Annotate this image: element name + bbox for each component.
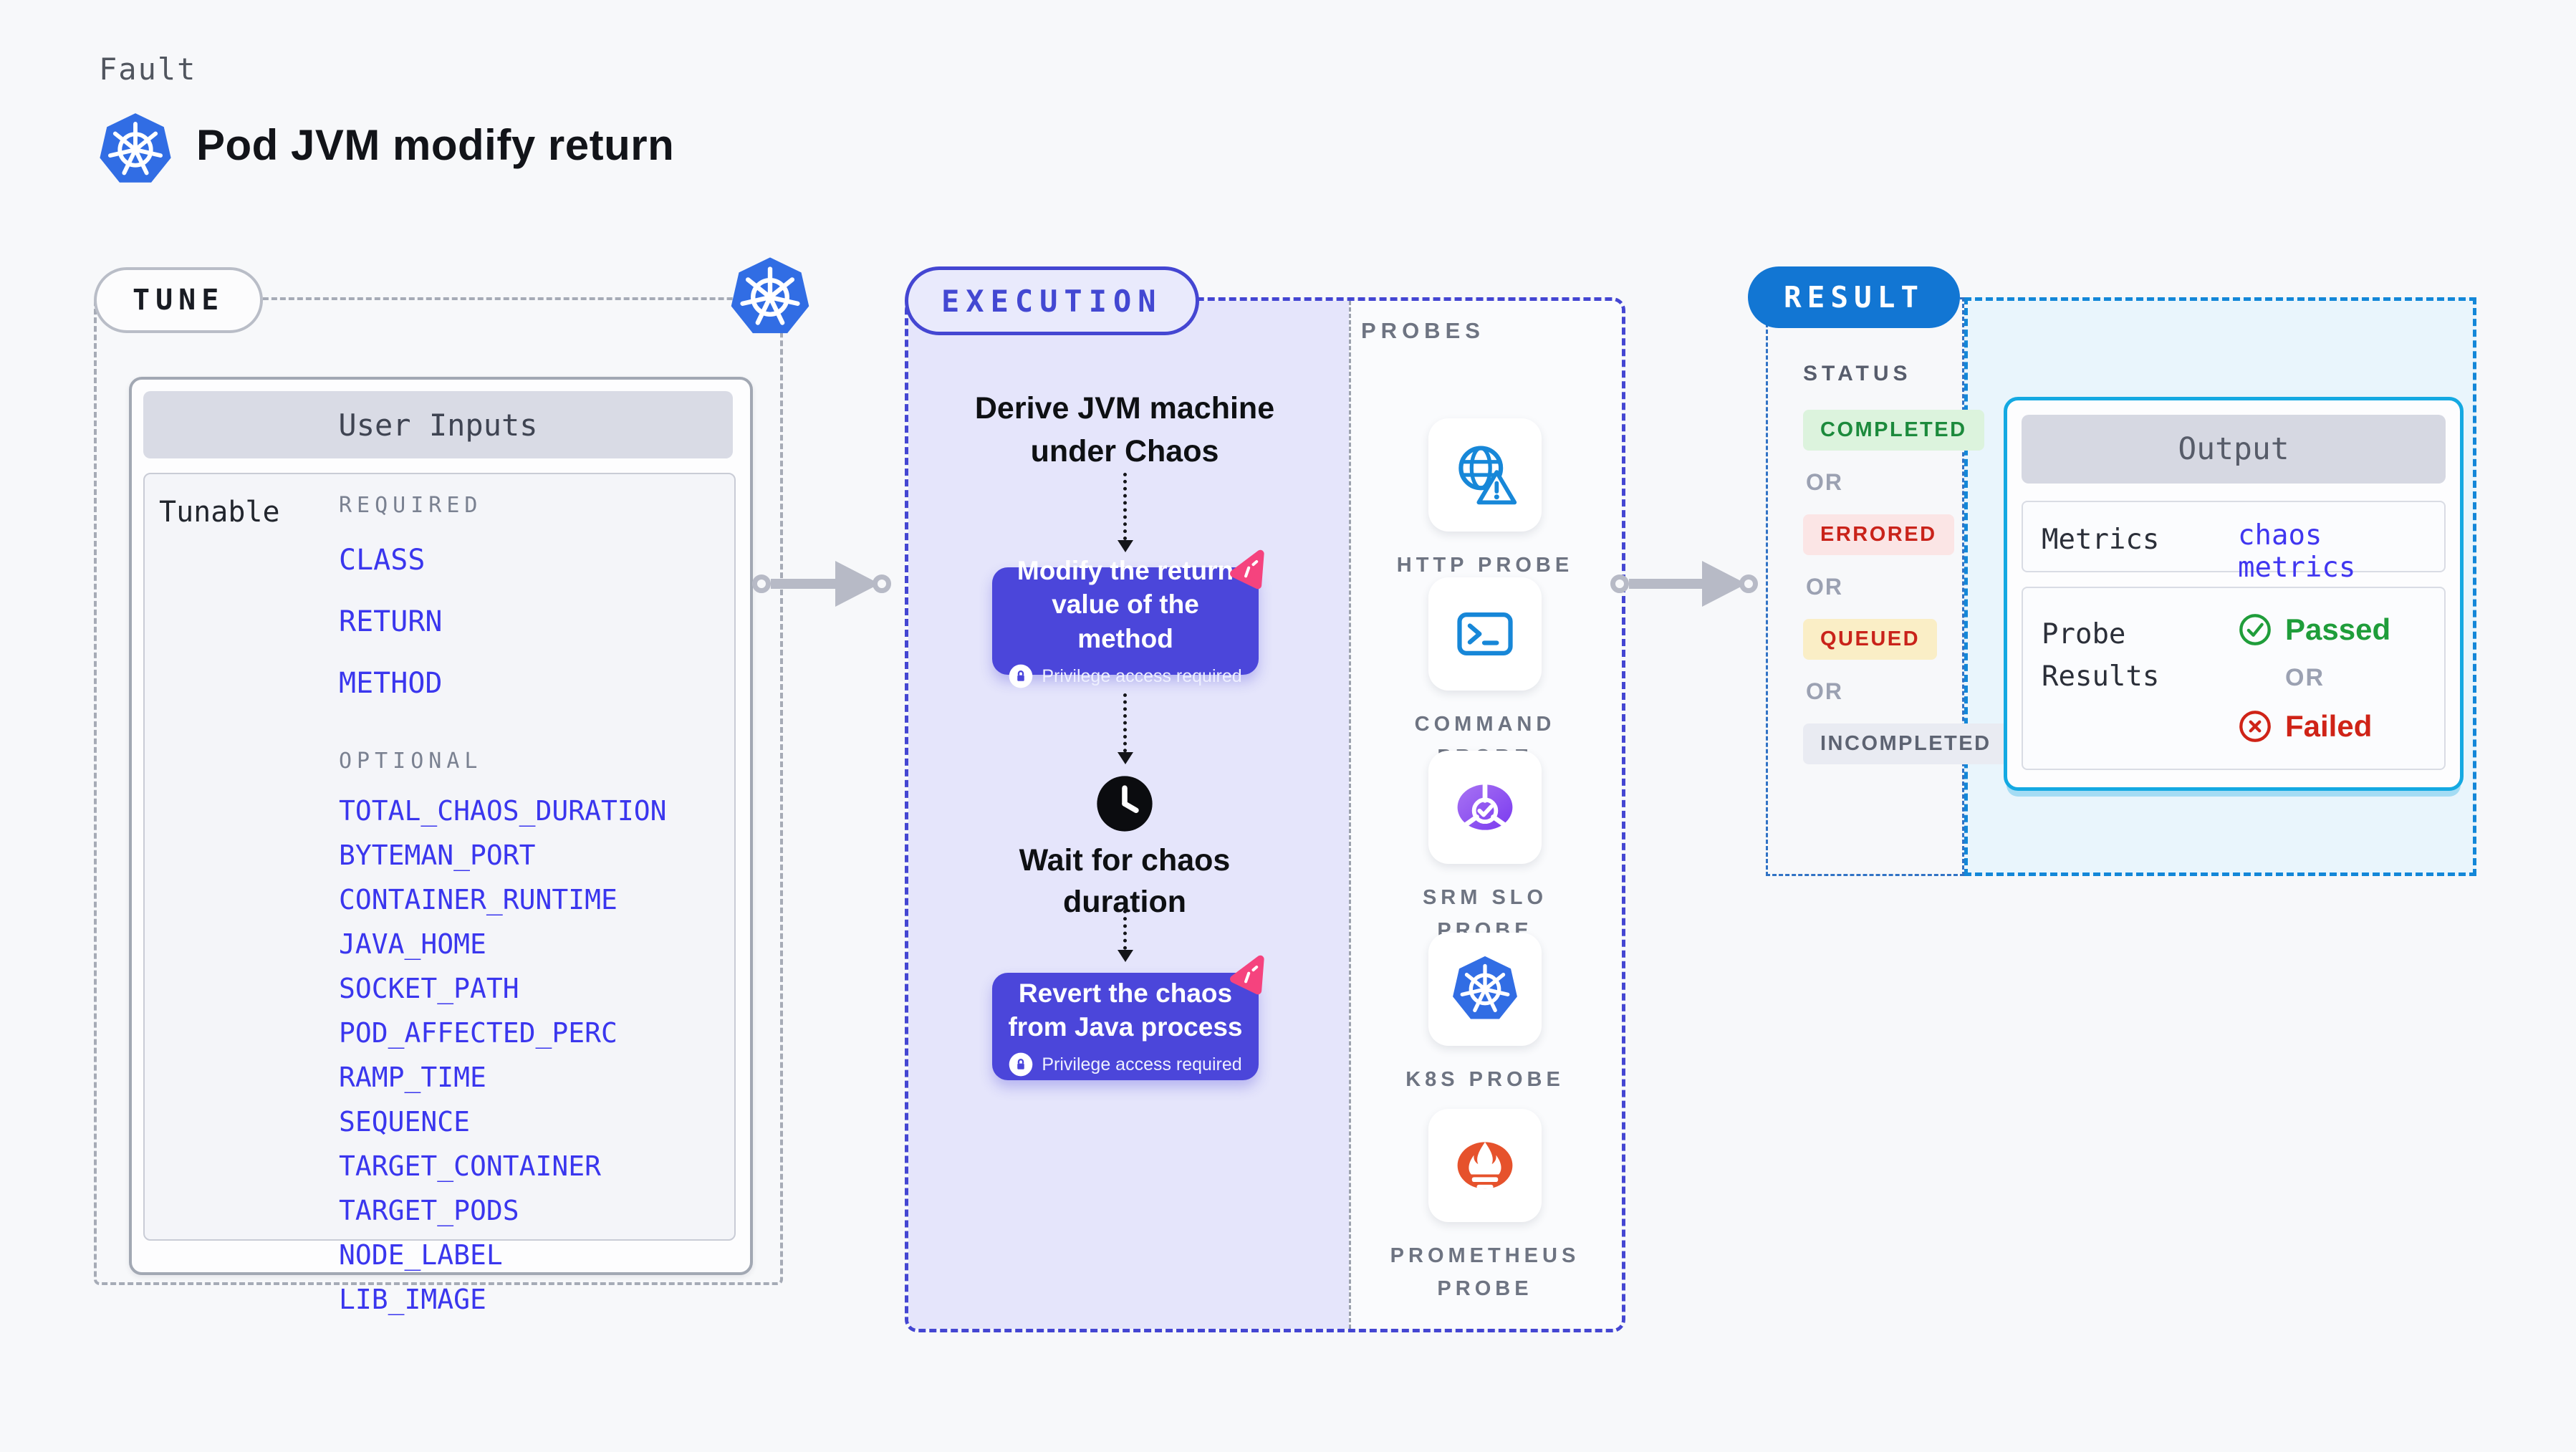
passed-label: Passed (2285, 612, 2391, 646)
execution-badge: EXECUTION (905, 266, 1199, 335)
http-probe-icon (1458, 446, 1517, 505)
fault-kicker: Fault (99, 52, 197, 87)
flow-arrow-down-icon (1118, 473, 1133, 552)
probe-results-values: Passed OR Failed (2238, 612, 2390, 744)
probe-item-http: HTTP PROBE (1363, 418, 1607, 582)
failed-label: Failed (2285, 709, 2373, 743)
kubernetes-icon (97, 112, 173, 188)
parameters-column: REQUIRED CLASS RETURN METHOD OPTIONAL TO… (339, 493, 726, 1328)
output-title: Output (2022, 415, 2446, 484)
passed-row: Passed (2238, 612, 2390, 647)
probe-results-row: Probe Results Passed OR Faile (2022, 587, 2446, 770)
kubernetes-icon (1451, 955, 1519, 1024)
tunable-label: Tunable (159, 496, 280, 529)
srm-slo-probe-icon (1457, 782, 1513, 830)
command-probe-icon (1457, 612, 1513, 655)
param-total-chaos-duration: TOTAL_CHAOS_DURATION (339, 795, 667, 827)
connector-start-dot (1610, 574, 1629, 593)
probes-heading: PROBES (1361, 318, 1485, 343)
probe-item-command: COMMAND PROBE (1363, 577, 1607, 774)
param-pod-affected-perc: POD_AFFECTED_PERC (339, 1017, 617, 1049)
status-badge-queued: QUEUED (1803, 619, 1938, 660)
or-label: OR (1806, 469, 1843, 495)
step-derive-label: Derive JVM machine under Chaos (974, 391, 1275, 469)
probe-card (1428, 933, 1542, 1046)
param-target-pods: TARGET_PODS (339, 1195, 519, 1226)
clock-icon (1097, 776, 1153, 832)
metrics-value: chaos metrics (2238, 519, 2356, 584)
probes-to-result-arrow (1610, 560, 1758, 607)
user-inputs-list-panel (143, 473, 736, 1241)
optional-heading: OPTIONAL (339, 749, 483, 774)
probe-item-prometheus: PROMETHEUS PROBE (1363, 1109, 1607, 1306)
chaos-pink-icon (1227, 954, 1269, 996)
flow-arrow-down-icon (1118, 693, 1133, 764)
step-revert-label: Revert the chaos from Java process (1008, 978, 1243, 1042)
probe-card (1428, 751, 1542, 864)
param-method: METHOD (339, 667, 443, 700)
probe-card (1428, 1109, 1542, 1222)
param-container-runtime: CONTAINER_RUNTIME (339, 884, 617, 915)
tune-badge: TUNE (94, 267, 264, 333)
or-label: OR (2285, 664, 2325, 691)
metrics-row: Metrics chaos metrics (2022, 501, 2446, 584)
x-circle-icon (2239, 711, 2271, 742)
step-modify-card: Modify the return value of the method Pr… (992, 556, 1259, 689)
step-wait-label: Wait for chaos duration (1019, 843, 1231, 920)
connector-line (1629, 579, 1703, 589)
param-byteman-port: BYTEMAN_PORT (339, 840, 536, 871)
lock-icon (1009, 1052, 1034, 1077)
param-socket-path: SOCKET_PATH (339, 973, 519, 1004)
lock-icon (1009, 664, 1034, 689)
param-node-label: NODE_LABEL (339, 1239, 503, 1271)
output-card: Output Metrics chaos metrics Probe Resul… (2004, 397, 2464, 791)
status-badge-incompleted: INCOMPLETED (1803, 723, 2009, 764)
connector-end-dot (1739, 574, 1758, 593)
or-label: OR (1806, 678, 1843, 704)
param-class: CLASS (339, 544, 426, 577)
param-target-container: TARGET_CONTAINER (339, 1150, 602, 1182)
param-java-home: JAVA_HOME (339, 928, 486, 960)
status-list: COMPLETED OR ERRORED OR QUEUED OR INCOMP… (1803, 410, 2009, 764)
arrowhead-icon (835, 561, 880, 607)
probe-label: PROMETHEUS PROBE (1390, 1244, 1580, 1301)
step-revert-card: Revert the chaos from Java process Privi… (992, 973, 1259, 1080)
probe-card (1428, 577, 1542, 691)
param-lib-image: LIB_IMAGE (339, 1284, 486, 1315)
failed-row: Failed (2238, 709, 2390, 744)
page-title: Pod JVM modify return (196, 121, 675, 169)
probe-label: HTTP PROBE (1396, 554, 1574, 577)
probe-card (1428, 418, 1542, 532)
connector-start-dot (752, 574, 771, 593)
probe-item-k8s: K8S PROBE (1363, 933, 1607, 1096)
result-badge: RESULT (1748, 266, 1961, 328)
param-sequence: SEQUENCE (339, 1106, 471, 1138)
step-modify-label: Modify the return value of the method (1017, 555, 1234, 653)
param-ramp-time: RAMP_TIME (339, 1062, 486, 1093)
connector-line (771, 579, 837, 589)
probe-item-srm-slo: SRM SLO PROBE (1363, 751, 1607, 948)
or-label: OR (1806, 574, 1843, 600)
kubernetes-icon (729, 256, 812, 339)
probe-results-label: Probe Results (2042, 618, 2160, 693)
tune-to-execution-arrow (752, 560, 891, 607)
probe-label: K8S PROBE (1405, 1068, 1565, 1091)
chaos-pink-icon (1227, 549, 1269, 590)
flow-arrow-down-icon (1118, 910, 1133, 962)
required-heading: REQUIRED (339, 493, 483, 518)
user-inputs-title: User Inputs (143, 391, 733, 458)
tune-section-box (94, 297, 783, 1285)
connector-end-dot (873, 574, 891, 593)
execution-section-box (905, 297, 1625, 1332)
status-heading: STATUS (1803, 362, 1912, 385)
status-badge-completed: COMPLETED (1803, 410, 1984, 451)
metrics-label: Metrics (2042, 524, 2160, 556)
arrowhead-icon (1702, 561, 1746, 607)
privilege-note: Privilege access required (1009, 1052, 1242, 1077)
status-badge-errored: ERRORED (1803, 514, 1954, 555)
param-return: RETURN (339, 605, 443, 638)
check-circle-icon (2239, 614, 2271, 645)
privilege-note: Privilege access required (1009, 664, 1242, 689)
prometheus-icon (1457, 1142, 1513, 1189)
